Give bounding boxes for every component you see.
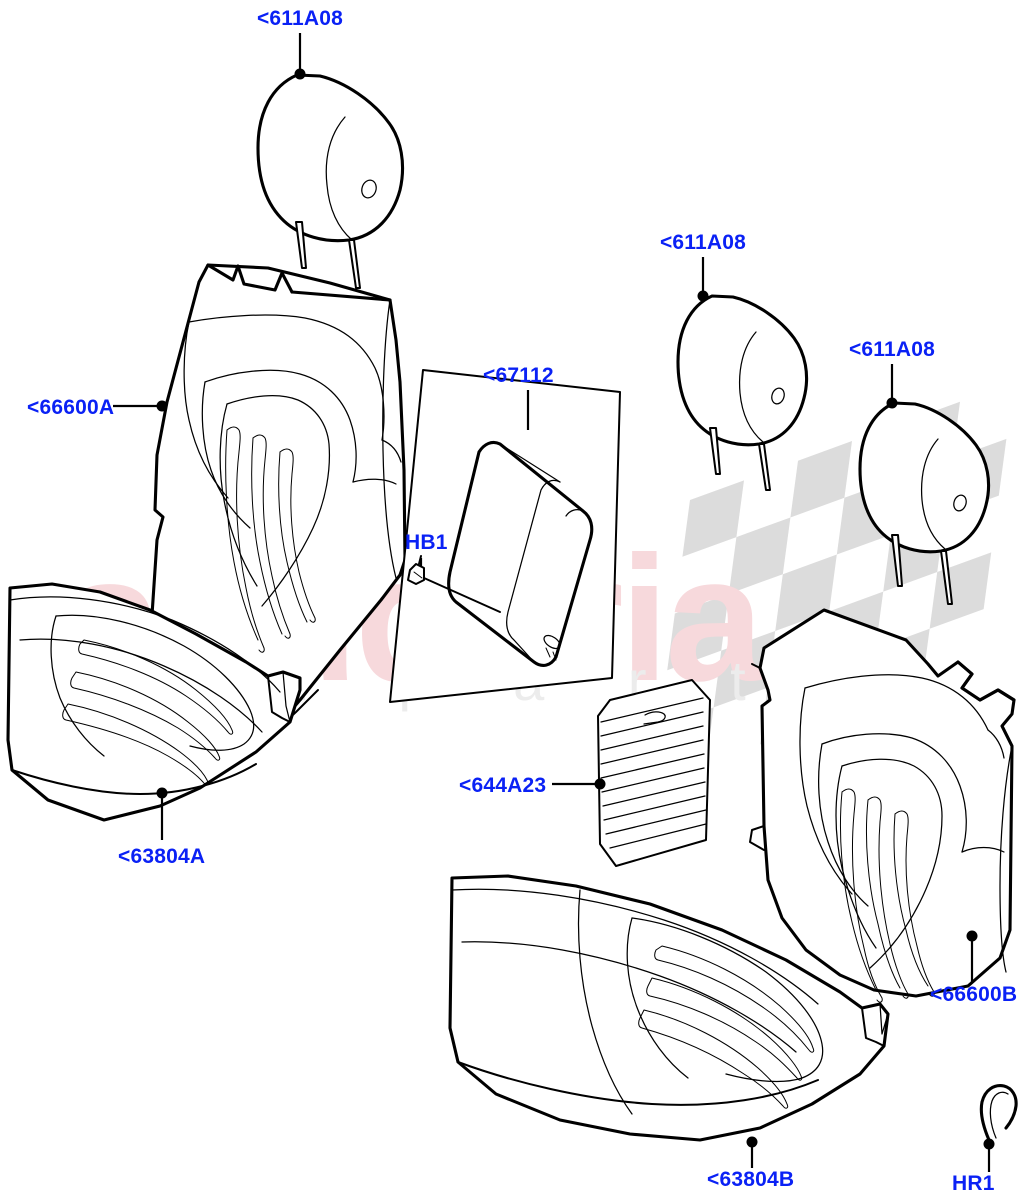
part-center-panel[interactable] <box>389 369 621 703</box>
callout-clip-hb1[interactable]: HB1 <box>405 531 448 554</box>
part-headrest-center[interactable] <box>676 294 809 491</box>
callout-headrest-right[interactable]: <611A08 <box>849 338 935 361</box>
callout-seat-back-cover-left[interactable]: <66600A <box>27 396 114 419</box>
part-seat-back-cover-left[interactable] <box>135 263 407 743</box>
part-headrest-left[interactable] <box>256 73 405 289</box>
callout-headrest-left[interactable]: <611A08 <box>257 7 343 30</box>
callout-center-panel[interactable]: <67112 <box>483 364 554 387</box>
callout-ski-hatch-panel[interactable]: <644A23 <box>459 774 546 797</box>
part-clip-hb1[interactable] <box>407 555 501 613</box>
callout-labels: <611A08 <611A08 <611A08 <66600A <67112 H… <box>27 7 1017 1195</box>
part-seat-back-cover-right[interactable] <box>749 608 1016 1003</box>
part-hook-hr1[interactable] <box>979 1084 1018 1142</box>
part-headrest-right[interactable] <box>858 401 991 605</box>
leader-lines <box>113 33 995 1172</box>
callout-seat-cushion-right[interactable]: <63804B <box>707 1168 794 1191</box>
callout-seat-back-cover-right[interactable]: <66600B <box>930 983 1017 1006</box>
part-ski-hatch-panel[interactable] <box>597 679 711 867</box>
part-seat-cushion-right[interactable] <box>448 874 890 1142</box>
part-seat-cushion-left[interactable] <box>6 582 302 822</box>
callout-headrest-center[interactable]: <611A08 <box>660 231 746 254</box>
callout-seat-cushion-left[interactable]: <63804A <box>118 845 205 868</box>
callout-hook-hr1[interactable]: HR1 <box>952 1172 995 1195</box>
